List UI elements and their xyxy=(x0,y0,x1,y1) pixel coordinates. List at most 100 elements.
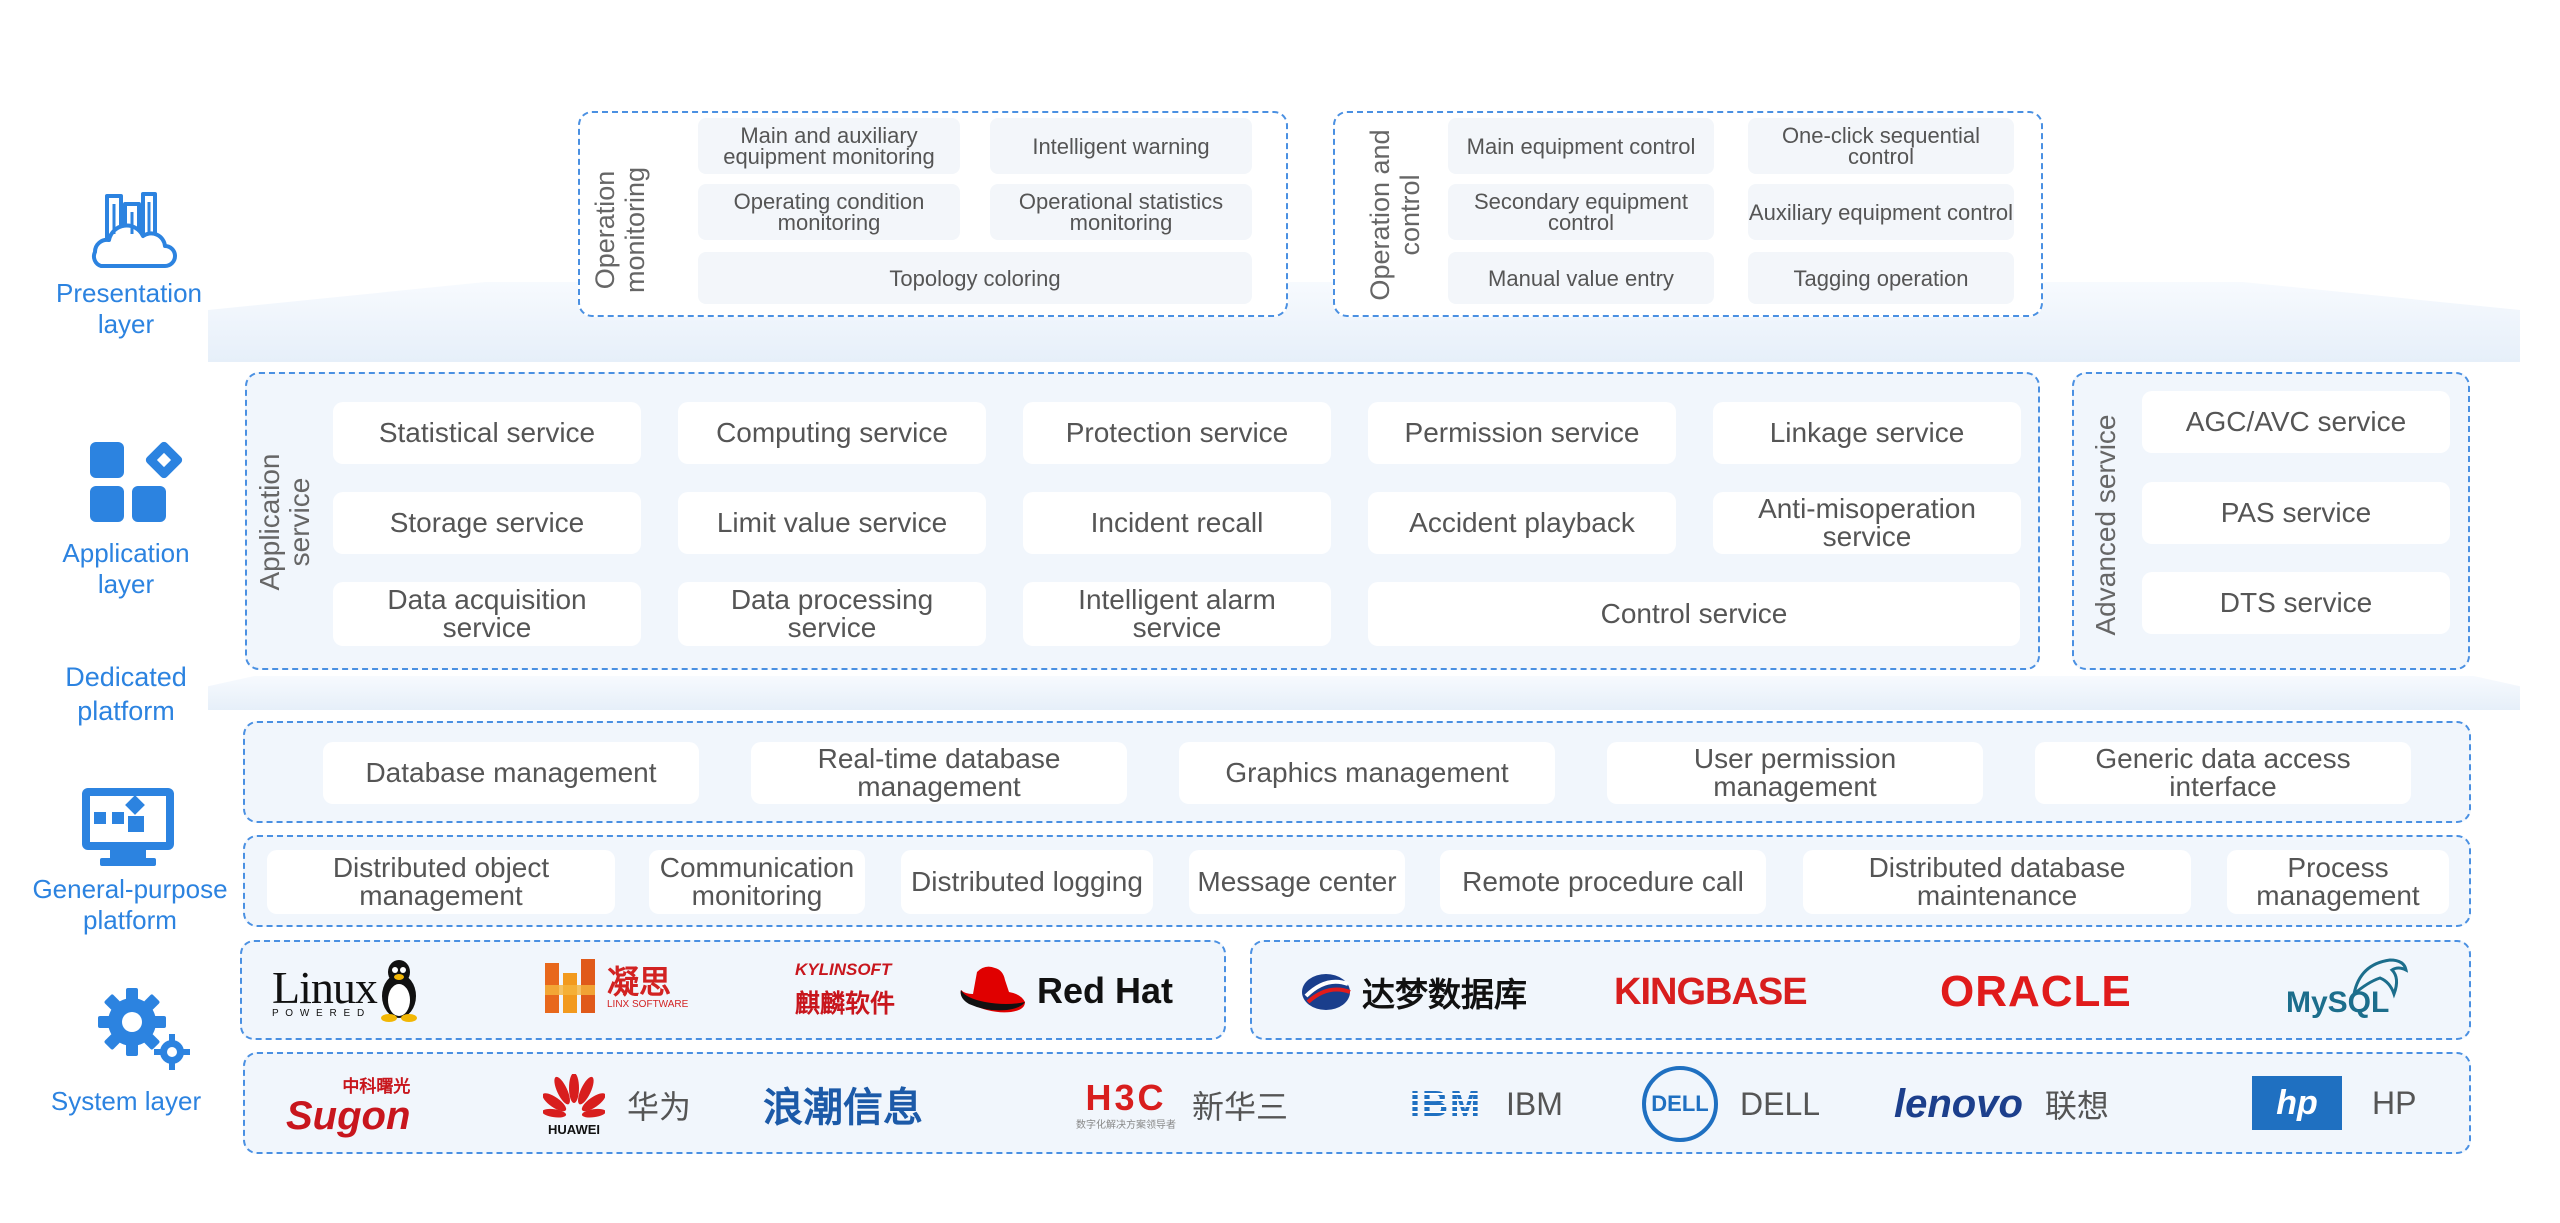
mysql-dolphin-icon xyxy=(2351,958,2409,999)
oracle-logo: ORACLE xyxy=(1940,964,2132,1020)
lenovo-text: lenovo xyxy=(1894,1081,2023,1126)
chip-database-management: Database management xyxy=(323,742,699,804)
chip-operating-condition: Operating condition monitoring xyxy=(698,184,960,240)
dameng-text: 达梦数据库 xyxy=(1362,976,1527,1013)
kingbase-text: KINGBASE xyxy=(1614,970,1808,1013)
oracle-text: ORACLE xyxy=(1940,967,2132,1016)
chip-intelligent-alarm: Intelligent alarm service xyxy=(1023,582,1331,646)
chip-auxiliary-equipment: Auxiliary equipment control xyxy=(1748,184,2014,240)
chip-manual-value-entry: Manual value entry xyxy=(1448,252,1714,304)
layer-label-application: Application layer xyxy=(62,538,190,599)
ibm-logo: IBM IBM xyxy=(1410,1078,1563,1130)
chip-storage-service: Storage service xyxy=(333,492,641,554)
mysql-text: MySQL xyxy=(2286,986,2390,1019)
huawei-logo: HUAWEI 华为 xyxy=(543,1070,691,1140)
linux-powered-text: P O W E R E D xyxy=(272,1008,367,1019)
hardware-logos-panel xyxy=(243,1052,2471,1154)
monitor-icon xyxy=(82,788,174,866)
chip-generic-data-access: Generic data access interface xyxy=(2035,742,2411,804)
chip-anti-misoperation: Anti-misoperation service xyxy=(1713,492,2021,554)
sugon-cn-text: 中科曙光 xyxy=(342,1077,411,1096)
chip-linkage-service: Linkage service xyxy=(1713,402,2021,464)
lenovo-cn-text: 联想 xyxy=(2044,1088,2109,1124)
chip-protection-service: Protection service xyxy=(1023,402,1331,464)
chip-permission-service: Permission service xyxy=(1368,402,1676,464)
advanced-service-title: Advanced service xyxy=(2090,414,2121,636)
chip-intelligent-warning: Intelligent warning xyxy=(990,118,1252,174)
chip-distributed-object: Distributed object management xyxy=(267,850,615,914)
layer-label-dedicated: Dedicated platform xyxy=(65,662,187,726)
hp-logo-mark: hp xyxy=(2276,1083,2318,1122)
chip-accident-playback: Accident playback xyxy=(1368,492,1676,554)
chip-control-service: Control service xyxy=(1368,582,2020,646)
db-logos-panel xyxy=(1250,940,2471,1040)
dedicated-band xyxy=(208,676,2520,710)
chip-message-center: Message center xyxy=(1189,850,1405,914)
linx-mark-icon xyxy=(545,959,595,1013)
chip-data-acquisition: Data acquisition service xyxy=(333,582,641,646)
chip-agc-avc-service: AGC/AVC service xyxy=(2142,391,2450,453)
kylinsoft-logo: KYLINSOFT 麒麟软件 xyxy=(795,960,895,1022)
dell-text: DELL xyxy=(1740,1085,1821,1122)
ibm-logo-mark: IBM xyxy=(1410,1083,1482,1124)
chip-distributed-logging: Distributed logging xyxy=(901,850,1153,914)
h3c-text: H3C xyxy=(1085,1076,1167,1118)
kingbase-logo: KINGBASE xyxy=(1614,966,1808,1018)
dameng-mark-icon xyxy=(1302,974,1351,1010)
chip-topology-coloring: Topology coloring xyxy=(698,252,1252,304)
chip-computing-service: Computing service xyxy=(678,402,986,464)
operation-control-title: Operation and control xyxy=(1365,129,1425,301)
chip-user-permission: User permission management xyxy=(1607,742,1983,804)
dameng-logo: 达梦数据库 xyxy=(1300,966,1527,1018)
h3c-logo: H3C 数字化解决方案领导者 新华三 xyxy=(1076,1074,1288,1136)
sugon-logo: 中科曙光 Sugon xyxy=(286,1072,410,1138)
linx-cn-text: 凝思 xyxy=(607,963,672,1000)
kylinsoft-text: KYLINSOFT xyxy=(795,960,892,979)
chip-limit-value-service: Limit value service xyxy=(678,492,986,554)
chip-process-management: Process management xyxy=(2227,850,2449,914)
chip-communication-monitoring: Communication monitoring xyxy=(649,850,865,914)
linx-logo: 凝思 LINX SOFTWARE xyxy=(543,955,688,1019)
kylinsoft-cn-text: 麒麟软件 xyxy=(795,990,896,1018)
chip-main-equipment-control: Main equipment control xyxy=(1448,118,1714,174)
redhat-text: Red Hat xyxy=(1037,970,1174,1011)
chip-statistical-service: Statistical service xyxy=(333,402,641,464)
chip-remote-procedure-call: Remote procedure call xyxy=(1440,850,1766,914)
h3c-sub-text: 数字化解决方案领导者 xyxy=(1076,1119,1176,1131)
mysql-logo: MySQL xyxy=(2286,954,2416,1026)
lenovo-logo: lenovo 联想 xyxy=(1894,1076,2109,1132)
linux-logo: Linux P O W E R E D xyxy=(272,955,419,1025)
chip-pas-service: PAS service xyxy=(2142,482,2450,544)
dell-logo: DELL DELL xyxy=(1642,1065,1820,1143)
chip-one-click-sequential: One-click sequential control xyxy=(1748,118,2014,174)
gear-icon xyxy=(98,988,190,1070)
chip-data-processing: Data processing service xyxy=(678,582,986,646)
building-cloud-icon xyxy=(91,192,177,268)
chip-graphics-management: Graphics management xyxy=(1179,742,1555,804)
inspur-logo: 浪潮信息 xyxy=(763,1076,923,1132)
linux-logo-text: Linux xyxy=(272,962,378,1013)
h3c-cn-text: 新华三 xyxy=(1192,1089,1289,1125)
chip-incident-recall: Incident recall xyxy=(1023,492,1331,554)
layer-label-system: System layer xyxy=(50,1086,202,1116)
hp-text: HP xyxy=(2372,1084,2417,1121)
redhat-logo: Red Hat xyxy=(955,958,1173,1024)
hp-logo: hp HP xyxy=(2252,1074,2416,1132)
chip-secondary-equipment: Secondary equipment control xyxy=(1448,184,1714,240)
chip-realtime-database: Real-time database management xyxy=(751,742,1127,804)
ibm-text: IBM xyxy=(1506,1085,1563,1122)
layer-label-presentation: Presentation layer xyxy=(56,278,202,339)
chip-tagging-operation: Tagging operation xyxy=(1748,252,2014,304)
chip-dts-service: DTS service xyxy=(2142,572,2450,634)
sugon-text: Sugon xyxy=(286,1094,411,1138)
inspur-text: 浪潮信息 xyxy=(763,1086,923,1130)
huawei-text: HUAWEI xyxy=(548,1121,600,1137)
application-service-title: Application service xyxy=(254,453,315,591)
chip-distributed-db-maintenance: Distributed database maintenance xyxy=(1803,850,2191,914)
huawei-petals-icon xyxy=(543,1073,605,1118)
tux-penguin-icon xyxy=(380,960,417,1022)
dell-logo-mark: DELL xyxy=(1651,1091,1709,1116)
chip-operational-statistics: Operational statistics monitoring xyxy=(990,184,1252,240)
redhat-hat-icon xyxy=(960,966,1025,1013)
huawei-cn-text: 华为 xyxy=(627,1089,692,1125)
